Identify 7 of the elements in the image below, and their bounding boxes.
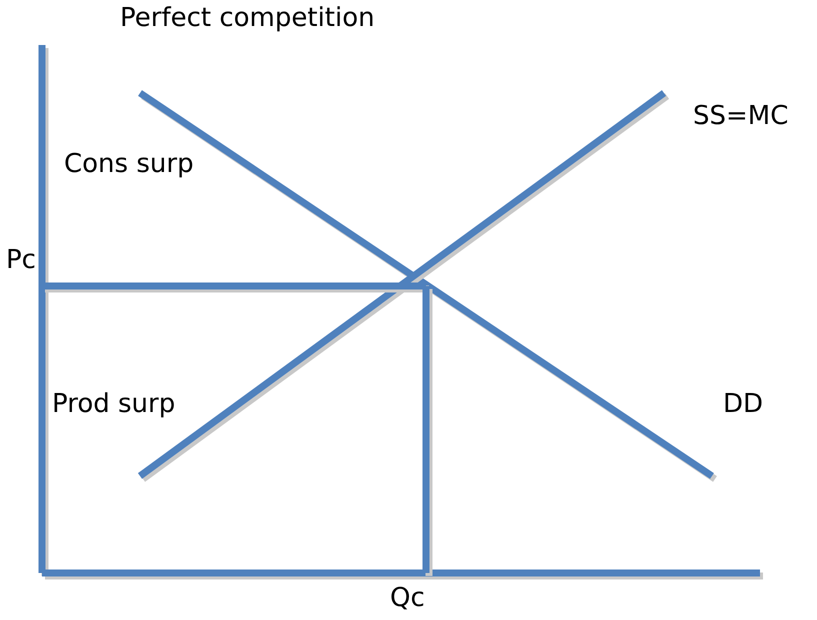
axis-label: Qc [390, 584, 425, 614]
area-label: Cons surp [64, 150, 194, 180]
area-label: Prod surp [52, 390, 176, 420]
curve-label: DD [723, 390, 764, 420]
chart-title: Perfect competition [120, 4, 375, 34]
axis-label: Pc [6, 246, 36, 276]
curve-label: SS=MC [693, 102, 788, 132]
